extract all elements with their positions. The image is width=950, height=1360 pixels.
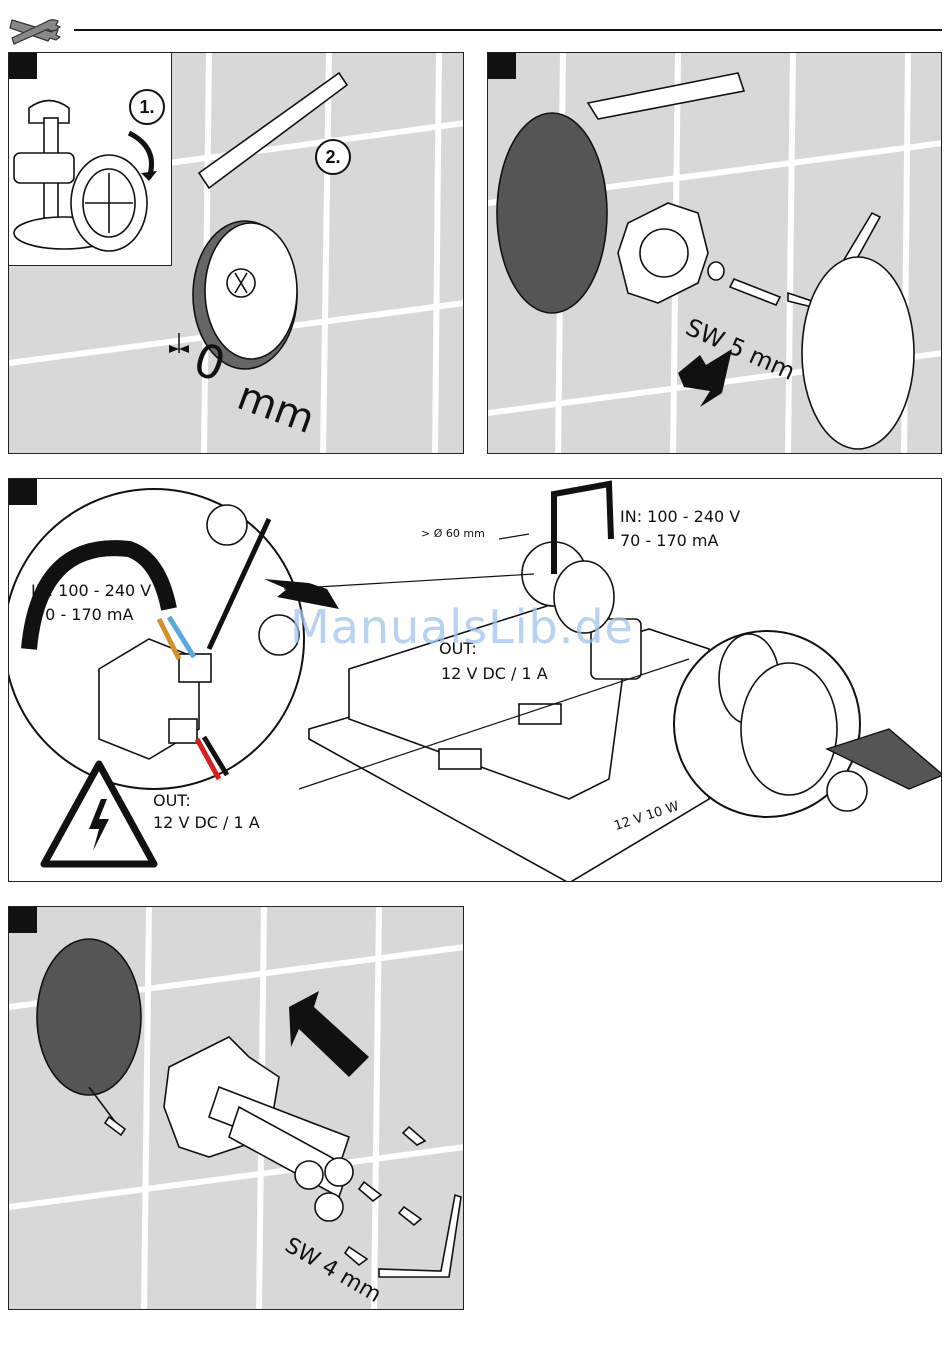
step-panel-1: 1. 2. 0 mm	[8, 52, 464, 454]
step-panel-3: > Ø 60 mm IN: 100 - 240 V 70 - 170 mA OU…	[8, 478, 942, 882]
in-voltage-right: IN: 100 - 240 V	[620, 507, 740, 526]
step-corner-marker	[9, 907, 37, 933]
watermark: ManualsLib.de	[290, 600, 634, 654]
step-panel-2: SW 5 mm	[487, 52, 942, 454]
mounting-illustration	[488, 53, 942, 454]
hole-diameter-label: > Ø 60 mm	[421, 527, 485, 540]
step-corner-marker	[9, 479, 37, 505]
out-label-left: OUT:	[153, 791, 191, 810]
step-corner-marker	[9, 53, 37, 79]
out-value-mid: 12 V DC / 1 A	[441, 664, 548, 683]
out-value-left: 12 V DC / 1 A	[153, 813, 260, 832]
in-current-left: 70 - 170 mA	[35, 605, 133, 624]
in-current-right: 70 - 170 mA	[620, 531, 718, 550]
valve-body-illustration	[9, 907, 464, 1310]
header-rule	[74, 29, 942, 31]
step-corner-marker	[488, 53, 516, 79]
step-panel-4: SW 4 mm	[8, 906, 464, 1310]
in-voltage-left: IN: 100 - 240 V	[31, 581, 151, 600]
cover-ring-illustration	[9, 53, 464, 454]
tools-icon	[6, 8, 66, 48]
